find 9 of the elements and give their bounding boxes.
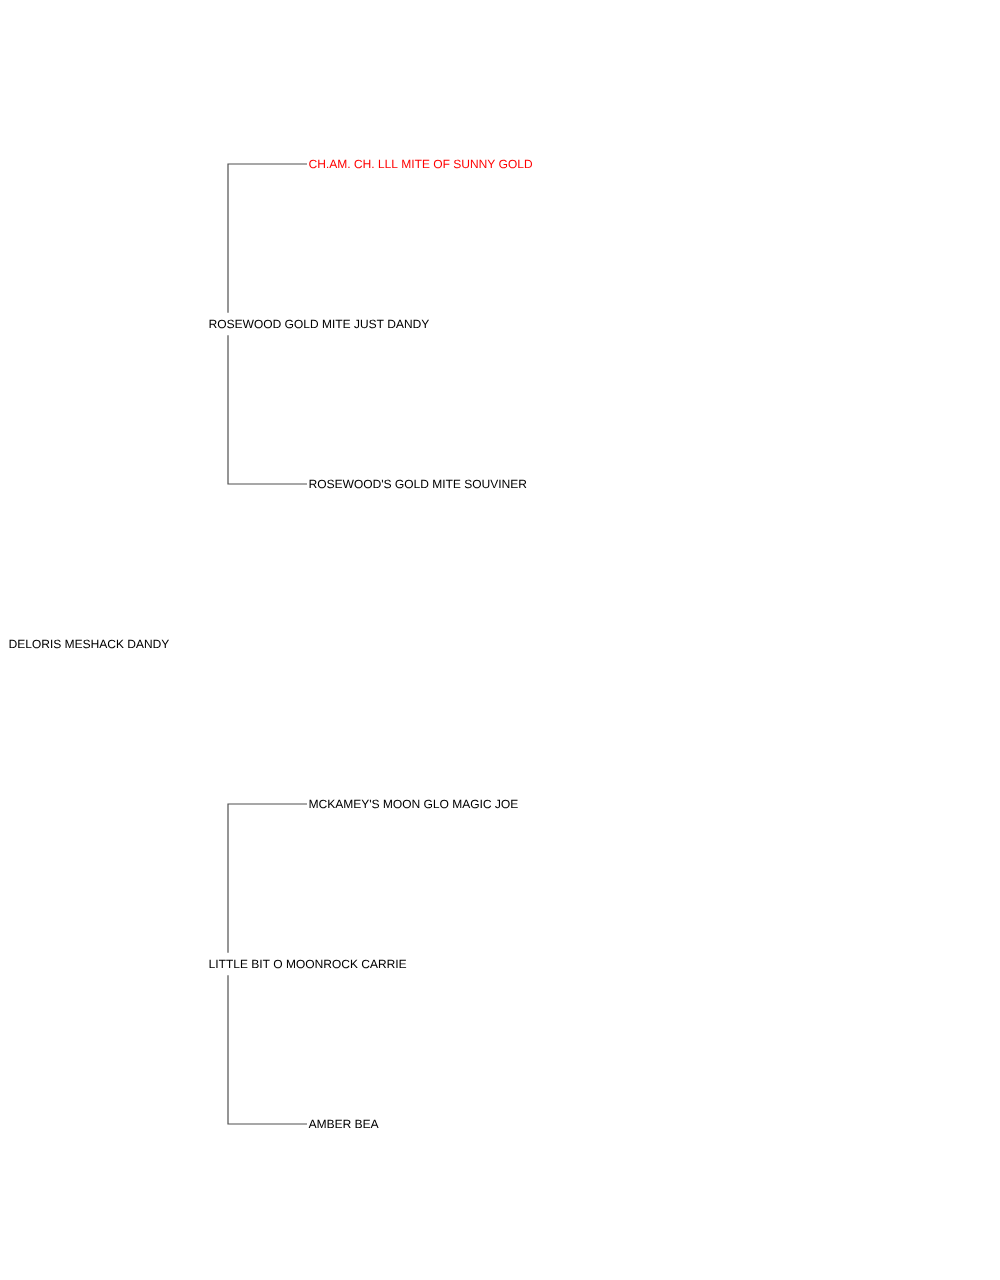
pedigree-line xyxy=(227,974,308,1125)
name-label: ROSEWOOD'S GOLD MITE SOUVINER xyxy=(309,479,527,489)
pedigree-line xyxy=(227,803,308,954)
name-label: CH.AM. CH. LLL MITE OF SUNNY GOLD xyxy=(309,159,533,169)
name-label: DELORIS MESHACK DANDY xyxy=(9,639,169,649)
name-label: ROSEWOOD GOLD MITE JUST DANDY xyxy=(209,319,429,329)
name-label: LITTLE BIT O MOONROCK CARRIE xyxy=(209,959,407,969)
name-label: AMBER BEA xyxy=(308,1119,379,1129)
name-label: MCKAMEY'S MOON GLO MAGIC JOE xyxy=(309,799,518,809)
